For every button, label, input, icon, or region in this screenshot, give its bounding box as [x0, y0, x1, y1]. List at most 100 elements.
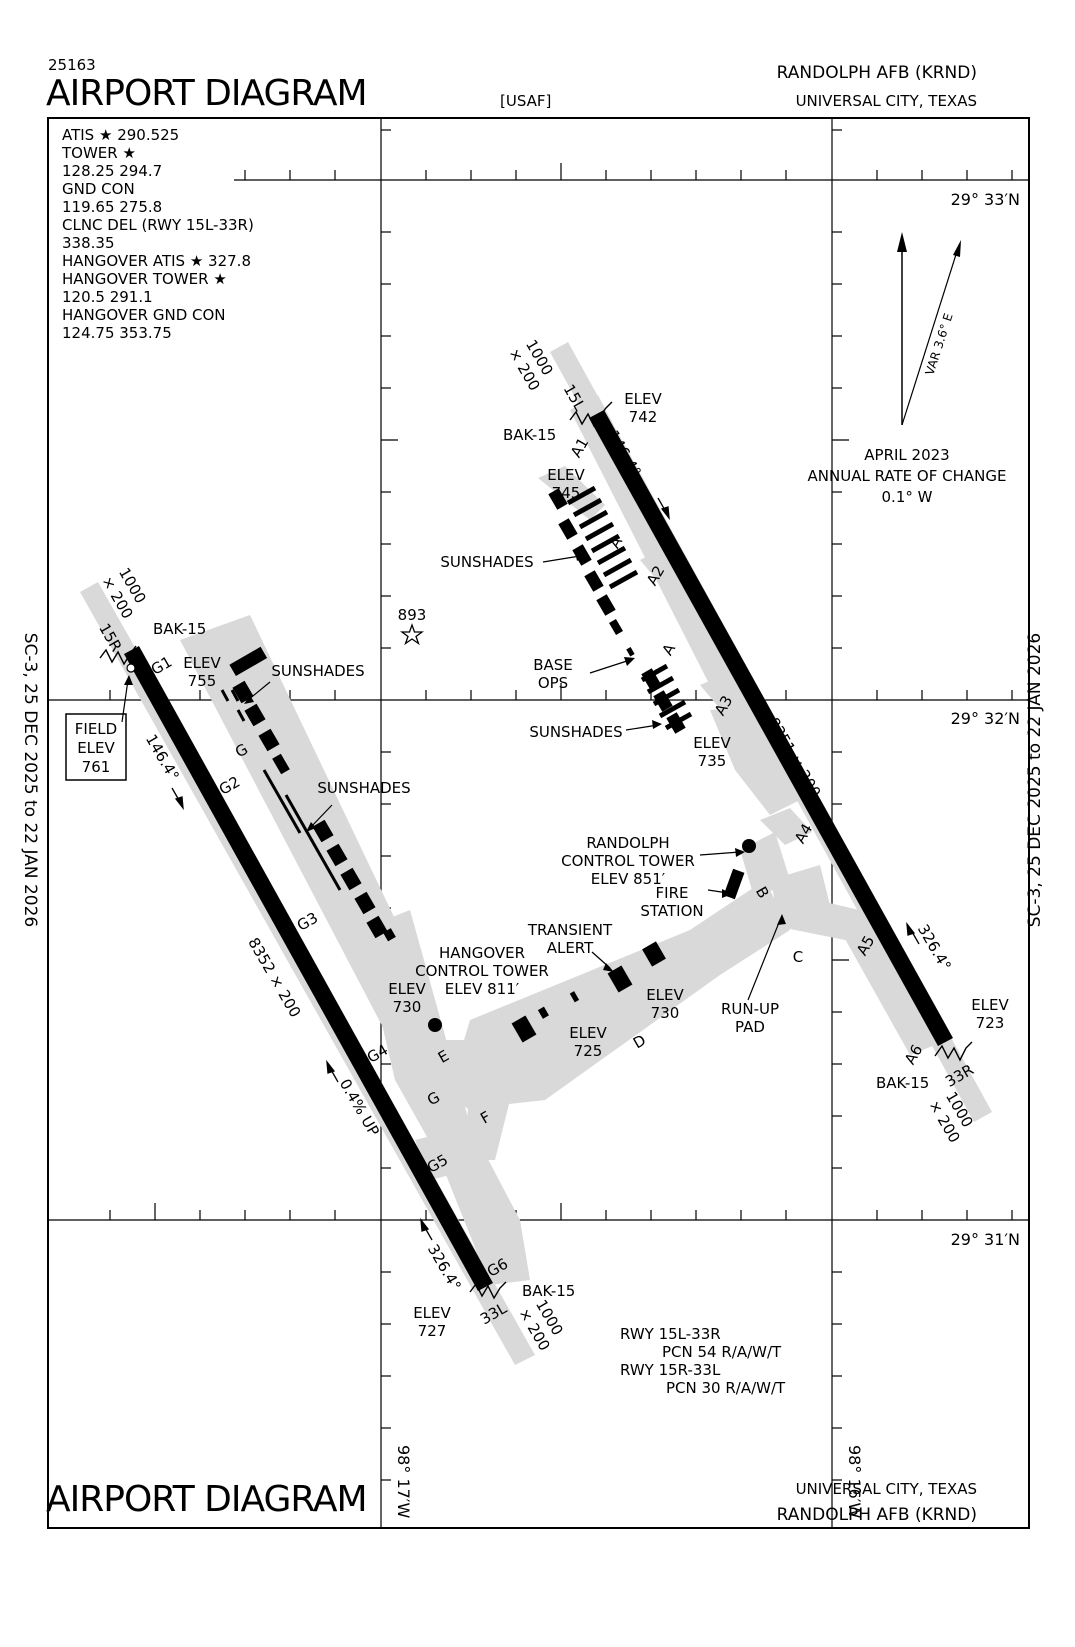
elev-735-l2: 735: [698, 752, 727, 770]
bak15-33L-label: BAK-15: [522, 1282, 575, 1300]
taxiway-G3-label: G3: [294, 909, 321, 935]
elev-725-l2: 725: [574, 1042, 603, 1060]
freq-tower: TOWER ★: [62, 144, 136, 162]
elev-745-l1: ELEV: [547, 466, 585, 484]
freq-clearance-value: 338.35: [62, 234, 115, 252]
arresting-gear: [99, 401, 973, 1300]
taxiway-pavement: [80, 342, 992, 1365]
diagram-labels: 29° 33′N 29° 32′N 29° 31′N 98° 17′W 98° …: [75, 190, 1020, 1518]
apron-buildings: [511, 868, 745, 1043]
graticule: [48, 118, 1029, 1528]
sunshades-label-north: SUNSHADES: [440, 553, 533, 571]
taxiway-A3-link: [700, 672, 755, 718]
sunshades-label-west: SUNSHADES: [271, 662, 364, 680]
run-up-pad-l1: RUN-UP: [721, 1000, 779, 1018]
taxiway-A4-link: [760, 808, 812, 845]
mag-rate-label: ANNUAL RATE OF CHANGE: [808, 467, 1007, 485]
chart-number: 25163: [48, 56, 96, 74]
hangover-tower-l1: HANGOVER: [439, 944, 525, 962]
sunshades-north-bars: [566, 485, 693, 731]
freq-atis: ATIS ★ 290.525: [62, 126, 180, 144]
page-title: AIRPORT DIAGRAM: [46, 73, 368, 114]
lat-label-top: 29° 33′N: [951, 190, 1020, 209]
footer-title: AIRPORT DIAGRAM: [46, 1479, 368, 1520]
bak15-15L: [569, 401, 613, 428]
taxiway-D-label: D: [630, 1031, 649, 1052]
elev-33L-l1: ELEV: [413, 1304, 451, 1322]
taxiway-A-label-2: A: [658, 640, 679, 659]
randolph-control-tower-marker: [742, 839, 756, 853]
elev-730b-l2: 730: [651, 1004, 680, 1022]
lat-label-bot: 29° 31′N: [951, 1230, 1020, 1249]
elev-15R-l1: ELEV: [183, 654, 221, 672]
freq-hangover-atis: HANGOVER ATIS ★ 327.8: [62, 252, 251, 270]
mag-rate: 0.1° W: [882, 488, 933, 506]
randolph-tower-l1: RANDOLPH: [586, 834, 669, 852]
elev-33L-l2: 727: [418, 1322, 447, 1340]
north-arrow: [897, 232, 961, 426]
lat-label-mid: 29° 32′N: [951, 709, 1020, 728]
runway-15R-33L: [124, 646, 493, 1291]
pcn-value1: PCN 54 R/A/W/T: [662, 1343, 782, 1361]
lon-label-right: 98° 16′W: [845, 1445, 864, 1518]
sunshades-west-lines: [220, 689, 342, 891]
taxiway-G-upper: [180, 615, 420, 1060]
taxiway-G-lower: [360, 910, 530, 1285]
freq-hangover-tower-values: 120.5 291.1: [62, 288, 153, 306]
elev-735-l1: ELEV: [693, 734, 731, 752]
obstacle-star-icon: [400, 623, 424, 646]
elev-15L-l2: 742: [629, 408, 658, 426]
footer-airport: RANDOLPH AFB (KRND): [776, 1505, 977, 1525]
freq-hangover-tower: HANGOVER TOWER ★: [62, 270, 227, 288]
runway-15L-33R: [589, 410, 953, 1046]
heading-arrows: [171, 497, 920, 1241]
freq-ground: GND CON: [62, 180, 135, 198]
fire-station-l2: STATION: [640, 902, 703, 920]
bak15-33R-label: BAK-15: [876, 1074, 929, 1092]
sunshades-west: [220, 646, 396, 942]
fire-station-l1: FIRE: [656, 884, 689, 902]
fire-station-building: [723, 868, 745, 900]
elev-15R-l2: 755: [188, 672, 217, 690]
operator-label: [USAF]: [500, 92, 552, 110]
field-elev-value: 761: [82, 758, 111, 776]
mag-date: APRIL 2023: [864, 446, 949, 464]
run-up-pad-l2: PAD: [735, 1018, 765, 1036]
hangover-control-tower-marker: [428, 1018, 442, 1032]
randolph-tower-l2: CONTROL TOWER: [561, 852, 695, 870]
chart-frame: [47, 117, 1030, 1529]
freq-tower-values: 128.25 294.7: [62, 162, 163, 180]
elev-730a-l1: ELEV: [388, 980, 426, 998]
footer-location: UNIVERSAL CITY, TEXAS: [795, 1480, 977, 1498]
location-label: UNIVERSAL CITY, TEXAS: [795, 92, 977, 110]
freq-clearance: CLNC DEL (RWY 15L-33R): [62, 216, 254, 234]
pcn-value2: PCN 30 R/A/W/T: [666, 1379, 786, 1397]
arrowheads: [124, 552, 786, 972]
lon-label-left: 98° 17′W: [394, 1445, 413, 1518]
run-up-pad: [770, 865, 830, 920]
sunshades-shapes: [220, 485, 745, 1043]
bak15-15L-label: BAK-15: [503, 426, 556, 444]
pcn-rwy2: RWY 15R-33L: [620, 1361, 721, 1379]
elev-15L-l1: ELEV: [624, 390, 662, 408]
elev-745-l2: 745: [552, 484, 581, 502]
obstacle-label: 893: [398, 606, 427, 624]
elev-33R-l2: 723: [976, 1014, 1005, 1032]
field-elev-line2: ELEV: [77, 739, 115, 757]
hangover-tower-l2: CONTROL TOWER: [415, 962, 549, 980]
elev-33R-l1: ELEV: [971, 996, 1009, 1014]
frequency-list: ATIS ★ 290.525 TOWER ★ 128.25 294.7 GND …: [62, 126, 254, 342]
base-ops-l1: BASE: [533, 656, 573, 674]
elev-725-l1: ELEV: [569, 1024, 607, 1042]
magnetic-north-icon: [953, 240, 961, 257]
taxiway-A-south: [710, 705, 800, 815]
runways: [124, 410, 953, 1291]
freq-ground-values: 119.65 275.8: [62, 198, 163, 216]
sunshades-north: [548, 485, 693, 734]
transient-alert-l2: ALERT: [547, 939, 594, 957]
pcn-rwy1: RWY 15L-33R: [620, 1325, 721, 1343]
field-elev-box: [65, 713, 127, 781]
freq-hangover-ground-values: 124.75 353.75: [62, 324, 172, 342]
sunshades-label-south: SUNSHADES: [317, 779, 410, 797]
